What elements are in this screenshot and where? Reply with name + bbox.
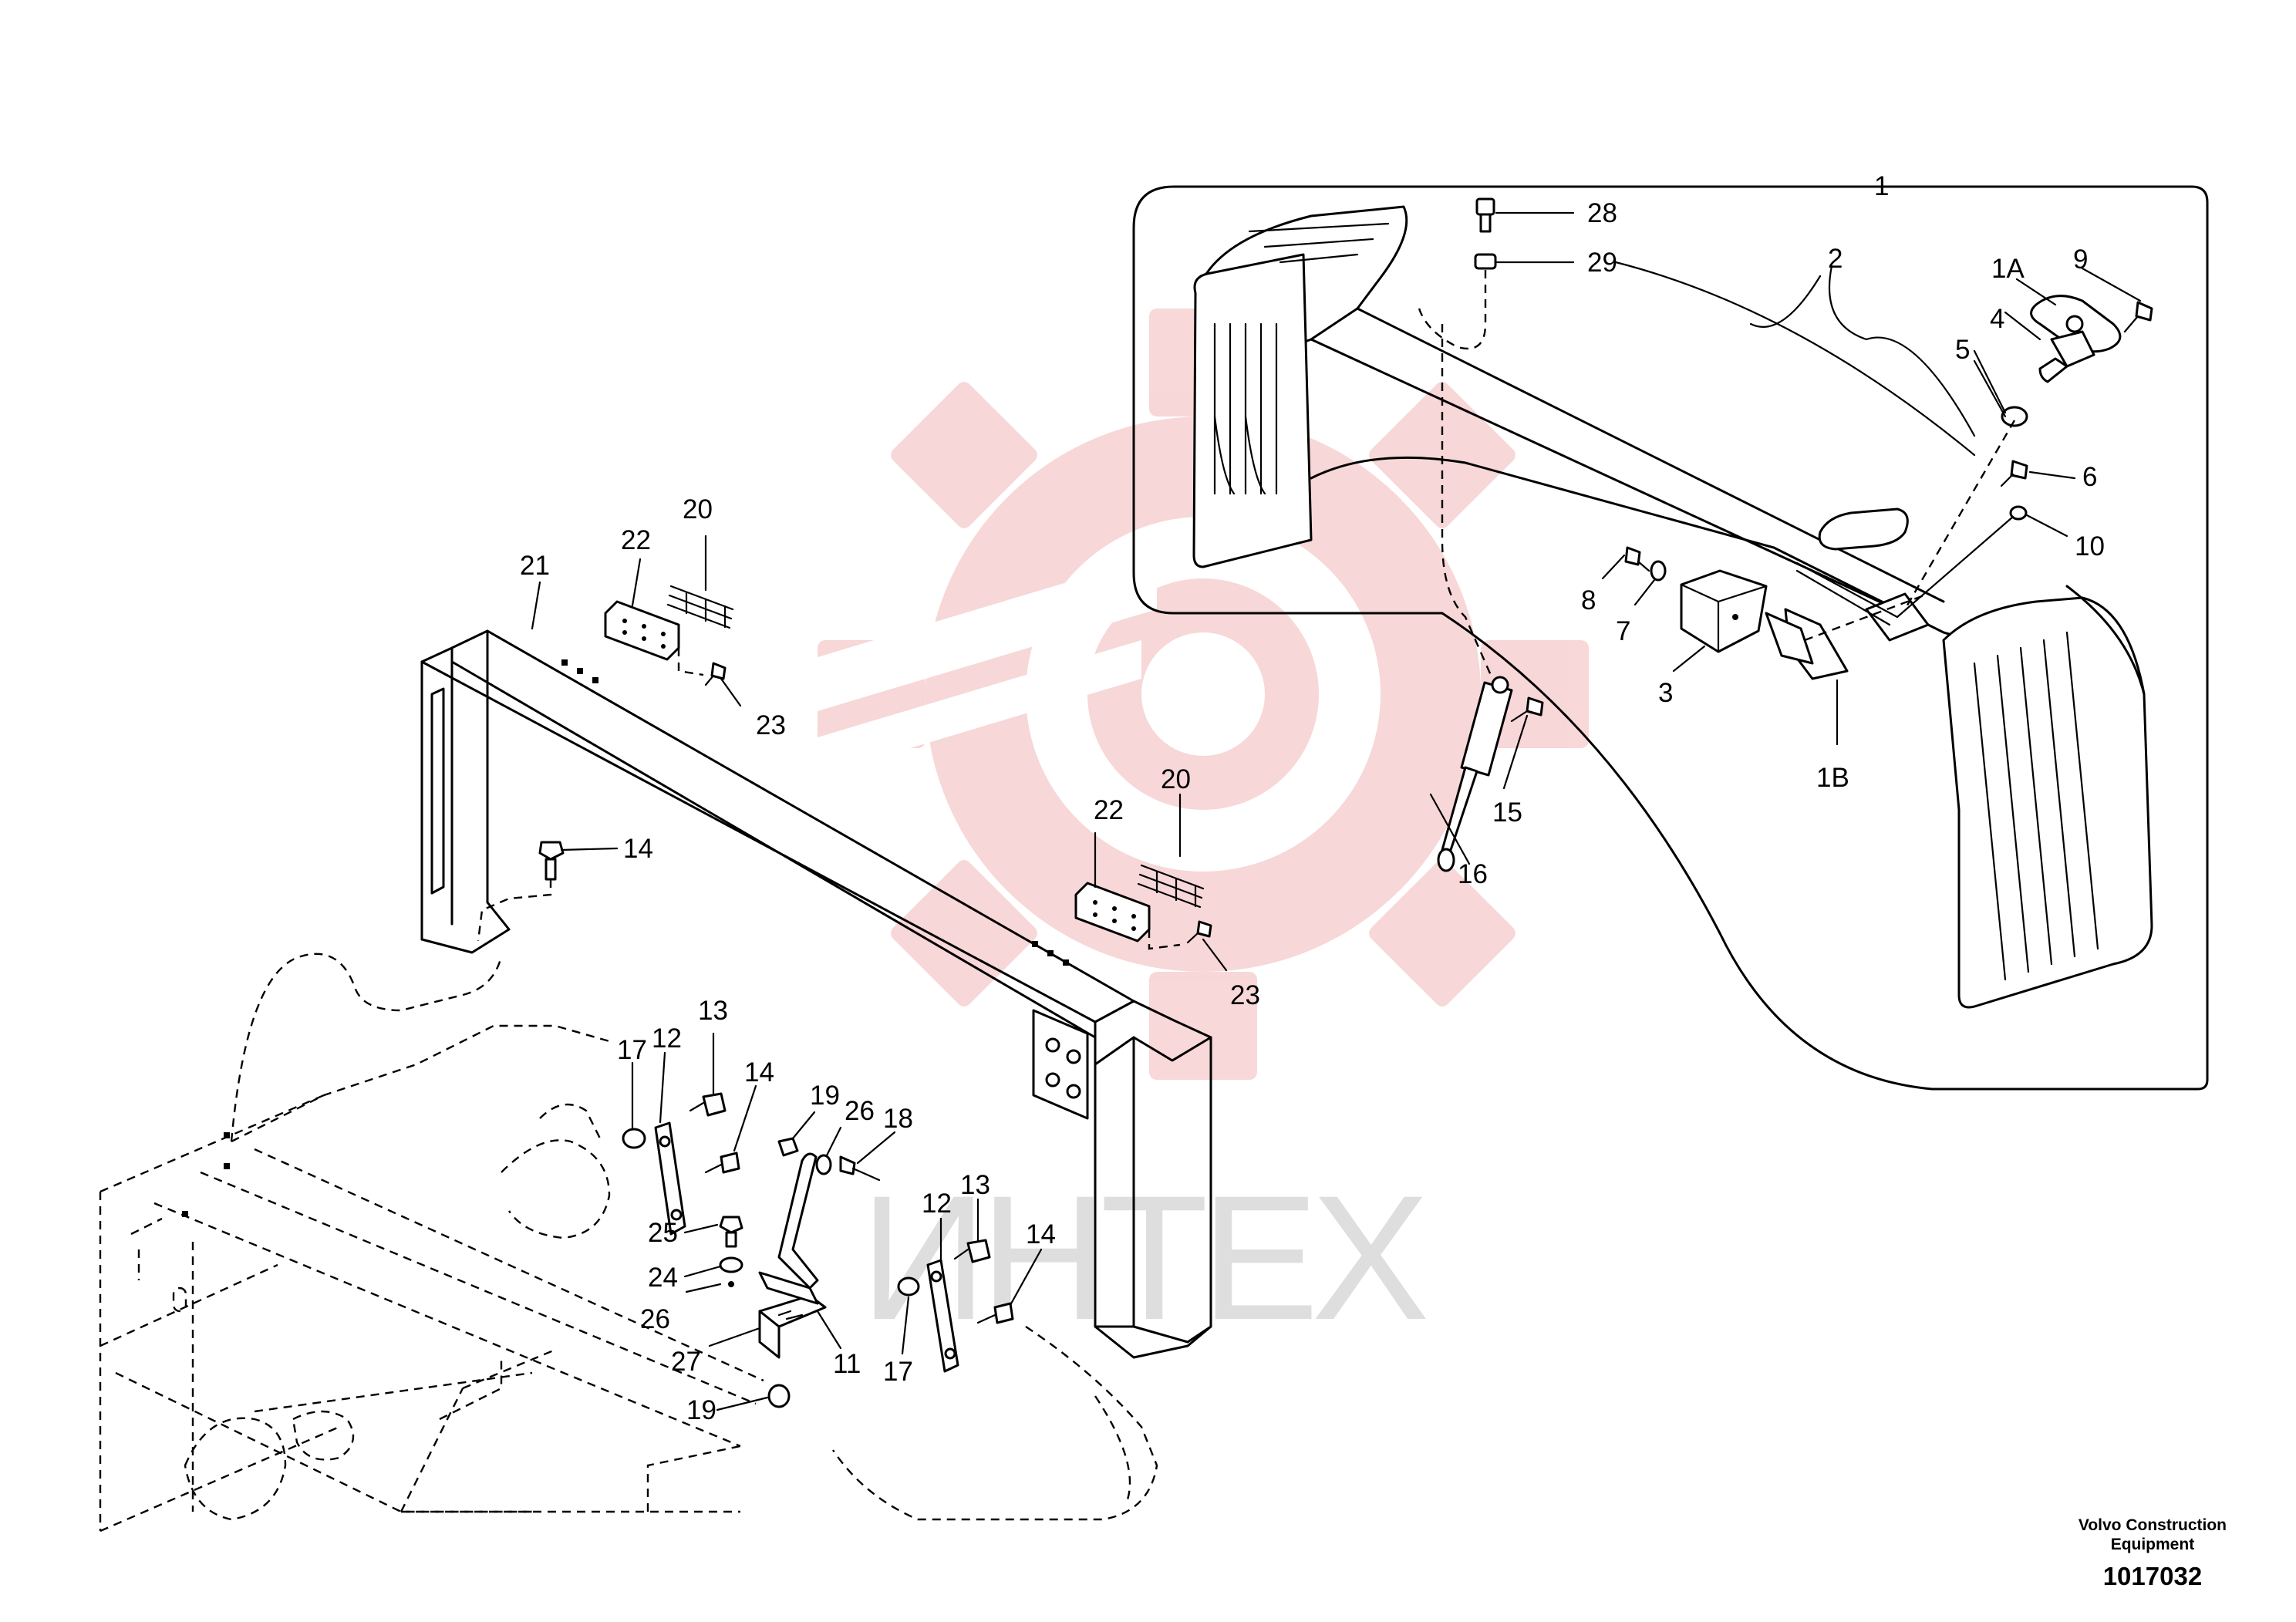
- callout-25: 25: [648, 1218, 678, 1248]
- callout-19-lower: 19: [686, 1395, 716, 1425]
- callout-2: 2: [1828, 244, 1843, 274]
- callout-24: 24: [648, 1263, 678, 1293]
- callout-26-lower: 26: [640, 1304, 670, 1334]
- spacer-set-upper: [604, 585, 734, 686]
- callout-3: 3: [1658, 678, 1673, 708]
- callout-19-upper: 19: [810, 1081, 840, 1111]
- leader-lines: [531, 211, 2142, 1411]
- engine-hood: [1192, 205, 2153, 1009]
- callout-1a: 1A: [1991, 254, 2025, 284]
- bracket-hardware: [622, 1092, 1014, 1408]
- callout-23-upper: 23: [756, 710, 786, 740]
- callout-1: 1: [1874, 171, 1889, 201]
- callout-13-left: 13: [698, 996, 728, 1026]
- drawing-footer: Volvo Construction Equipment 1017032: [2079, 1516, 2227, 1591]
- callout-17-left: 17: [617, 1035, 647, 1065]
- callout-29: 29: [1587, 248, 1617, 278]
- callout-labels: 1 2 28 29 1A 9 4 5 6 10 8 7 3 1B 15 16 2…: [520, 171, 2105, 1425]
- spacer-set-lower: [1074, 864, 1212, 950]
- callout-14-left: 14: [744, 1057, 774, 1088]
- callout-26-upper: 26: [845, 1096, 875, 1126]
- callout-12-left: 12: [652, 1023, 682, 1054]
- callout-9: 9: [2073, 244, 2088, 275]
- callout-13-right: 13: [960, 1170, 990, 1200]
- callout-12-right: 12: [922, 1189, 952, 1219]
- callout-20-lower: 20: [1161, 764, 1191, 794]
- callout-1b: 1B: [1816, 763, 1849, 793]
- callout-15: 15: [1492, 798, 1522, 828]
- callout-5: 5: [1955, 335, 1970, 365]
- callout-22-lower: 22: [1094, 795, 1124, 825]
- callout-8: 8: [1581, 585, 1596, 615]
- callout-22-upper: 22: [621, 525, 651, 555]
- callout-17-right: 17: [883, 1357, 913, 1387]
- hood-detail-frame: [1132, 185, 2209, 1091]
- callout-21: 21: [520, 551, 550, 581]
- hood-hardware: [1418, 197, 2153, 680]
- callout-4: 4: [1990, 304, 2004, 334]
- drawing-number: 1017032: [2102, 1562, 2203, 1590]
- callout-23-lower: 23: [1230, 980, 1260, 1010]
- callout-14-right: 14: [1026, 1219, 1056, 1249]
- callout-10: 10: [2075, 531, 2105, 561]
- brand-line-1: Volvo Construction: [2078, 1516, 2227, 1534]
- callout-18: 18: [883, 1104, 913, 1134]
- callout-27: 27: [671, 1347, 701, 1377]
- callout-28: 28: [1587, 198, 1617, 228]
- callout-11: 11: [833, 1349, 861, 1379]
- callout-7: 7: [1616, 616, 1630, 646]
- callout-14-frame: 14: [623, 834, 653, 864]
- watermark-gear-logo: [679, 309, 1589, 1080]
- frame-bolt-14: [477, 841, 565, 942]
- callout-20-upper: 20: [683, 494, 713, 524]
- brand-line-2: Equipment: [2110, 1536, 2195, 1553]
- callout-6: 6: [2082, 462, 2097, 492]
- frame-21: [420, 629, 1212, 1359]
- machine-outline: [99, 953, 1158, 1533]
- callout-16: 16: [1458, 859, 1488, 889]
